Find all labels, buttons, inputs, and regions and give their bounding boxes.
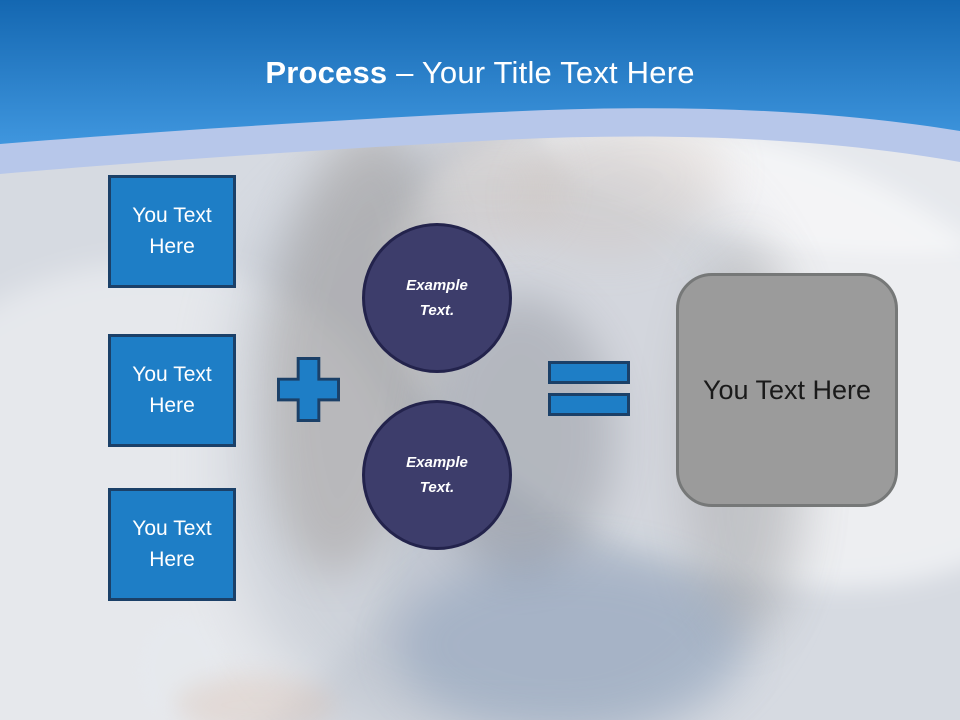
photo-blob bbox=[138, 615, 223, 720]
input-box-2-label: You Text Here bbox=[132, 363, 212, 417]
title-keyword: Process bbox=[265, 55, 388, 90]
input-box-3[interactable]: You Text Here bbox=[108, 488, 236, 601]
input-box-1[interactable]: You Text Here bbox=[108, 175, 236, 288]
slide-title[interactable]: Process – Your Title Text Here bbox=[0, 55, 960, 91]
example-circle-2[interactable]: Example Text. bbox=[362, 400, 512, 550]
title-rest: – Your Title Text Here bbox=[387, 55, 695, 90]
equals-sign-icon[interactable] bbox=[548, 361, 630, 416]
example-circle-1-label: Example Text. bbox=[406, 276, 468, 320]
header-banner bbox=[0, 0, 960, 174]
input-box-3-label: You Text Here bbox=[132, 517, 212, 571]
photo-blob bbox=[395, 555, 745, 720]
example-circle-2-label: Example Text. bbox=[406, 453, 468, 497]
input-box-1-label: You Text Here bbox=[132, 204, 212, 258]
photo-blob bbox=[175, 675, 335, 720]
plus-sign-icon[interactable] bbox=[277, 357, 340, 422]
equals-bar-bottom bbox=[548, 393, 630, 416]
header-curve-main bbox=[0, 0, 960, 144]
result-box[interactable]: You Text Here bbox=[676, 273, 898, 507]
example-circle-1[interactable]: Example Text. bbox=[362, 223, 512, 373]
result-box-label: You Text Here bbox=[702, 374, 872, 405]
input-box-2[interactable]: You Text Here bbox=[108, 334, 236, 447]
equals-bar-top bbox=[548, 361, 630, 384]
